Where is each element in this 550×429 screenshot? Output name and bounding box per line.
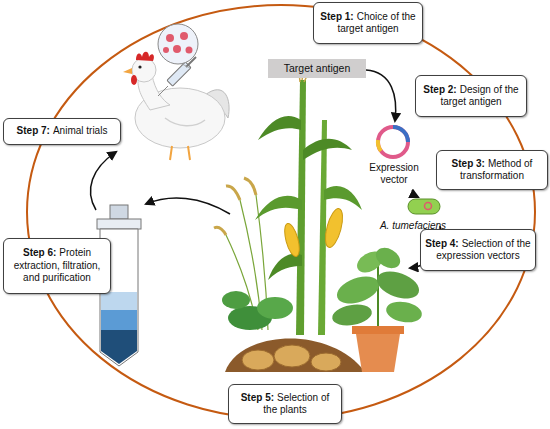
step-text: Target antigen xyxy=(284,62,351,74)
pot-rim xyxy=(352,326,404,334)
soil-illustration xyxy=(225,339,365,372)
step-box: Step 3:Method of transformation xyxy=(436,150,548,190)
virus-particle xyxy=(166,34,174,42)
corn-leaf xyxy=(324,186,362,210)
soil-mound xyxy=(225,339,365,372)
step-box: Step 1:Choice of the target antigen xyxy=(313,2,423,44)
column-layer xyxy=(101,310,137,330)
text-wrap: Step 1:Choice of the target antigen xyxy=(318,11,418,36)
virus-particle xyxy=(163,47,169,53)
corn-stalk xyxy=(318,120,327,335)
rice-grains xyxy=(226,186,240,200)
column-layer xyxy=(101,292,137,310)
corn-cob xyxy=(322,207,346,249)
process-arrow xyxy=(146,198,230,214)
plant-leaf xyxy=(372,244,404,273)
step-box: Step 5:Selection of the plants xyxy=(228,384,342,424)
potted-plant-illustration xyxy=(331,244,424,372)
cycle-ring xyxy=(27,5,535,419)
step-box: Step 7:Animal trials xyxy=(3,118,121,145)
process-arrows xyxy=(90,70,441,268)
potato xyxy=(274,345,310,367)
corn-leaf xyxy=(258,116,301,140)
text-wrap: Target antigen xyxy=(284,62,351,75)
chicken-comb xyxy=(136,52,154,61)
rice-grains xyxy=(214,227,226,235)
plasmid-segment xyxy=(378,140,381,151)
step-text: Animal trials xyxy=(53,125,107,136)
text-wrap: Step 6:Protein extraction, filtration, a… xyxy=(8,247,106,285)
text-wrap: Step 5:Selection of the plants xyxy=(233,392,337,417)
plant-leaf xyxy=(331,302,374,329)
illustration-label: A. tumefaciens xyxy=(378,220,448,232)
corn-leaf xyxy=(303,139,352,160)
virus-particle xyxy=(186,47,193,54)
step-number: Step 2: xyxy=(423,84,456,95)
process-arrow xyxy=(90,152,116,210)
text-wrap: Step 4:Selection of the expression vecto… xyxy=(425,238,531,263)
step-number: Step 6: xyxy=(23,247,56,258)
step-number: Step 5: xyxy=(241,392,274,403)
column-layer xyxy=(101,330,137,364)
process-arrow xyxy=(412,190,418,197)
plasmid-segment xyxy=(393,127,408,142)
rice-grains xyxy=(244,178,256,195)
step-box: Step 6:Protein extraction, filtration, a… xyxy=(3,238,111,294)
text-wrap: Step 7:Animal trials xyxy=(17,125,108,138)
chicken-beak xyxy=(123,68,132,74)
chicken-eye xyxy=(138,65,141,68)
potato xyxy=(242,350,274,370)
plasmid-ring xyxy=(378,127,408,157)
step-box: Step 4:Selection of the expression vecto… xyxy=(420,229,536,271)
leafy-plant-illustration xyxy=(222,291,293,330)
corn-leaf xyxy=(268,254,302,280)
chicken-illustration xyxy=(123,52,229,160)
process-arrow xyxy=(366,70,396,121)
bacterium-plasmid xyxy=(425,203,432,210)
inset-circle xyxy=(158,24,198,64)
syringe-needle xyxy=(158,86,168,96)
step-number: Step 1: xyxy=(320,11,353,22)
chicken-wattle xyxy=(131,75,137,85)
plant-leaf xyxy=(385,299,424,325)
bacterium-body xyxy=(408,199,440,214)
column-cap xyxy=(110,205,128,219)
plant-leaf xyxy=(373,266,423,304)
virus-particle xyxy=(180,32,188,40)
step-number: Step 3: xyxy=(452,158,485,169)
virus-particle xyxy=(173,45,181,53)
chicken-wing xyxy=(165,118,205,126)
plant-leaf xyxy=(222,291,250,309)
bacterium-illustration xyxy=(408,199,440,214)
step-number: Step 7: xyxy=(17,125,50,136)
antigen-box: Target antigen xyxy=(268,59,366,78)
plasmid-illustration xyxy=(378,127,408,157)
antigen-inset xyxy=(158,24,198,68)
illustration-label: Expression vector xyxy=(368,162,420,186)
potato xyxy=(311,353,341,371)
corn-cob xyxy=(282,222,302,258)
plant-pot xyxy=(356,334,400,372)
plant-leaf xyxy=(333,271,383,309)
text-wrap: Step 3:Method of transformation xyxy=(441,158,543,183)
plant-leaf xyxy=(257,297,293,319)
corn-leaf xyxy=(255,196,302,220)
column-collar xyxy=(97,219,141,229)
text-wrap: Step 2:Design of the target antigen xyxy=(420,84,522,109)
chicken-legs xyxy=(170,146,190,160)
step-number: Step 4: xyxy=(425,238,458,249)
step-box: Step 2:Design of the target antigen xyxy=(415,75,527,117)
